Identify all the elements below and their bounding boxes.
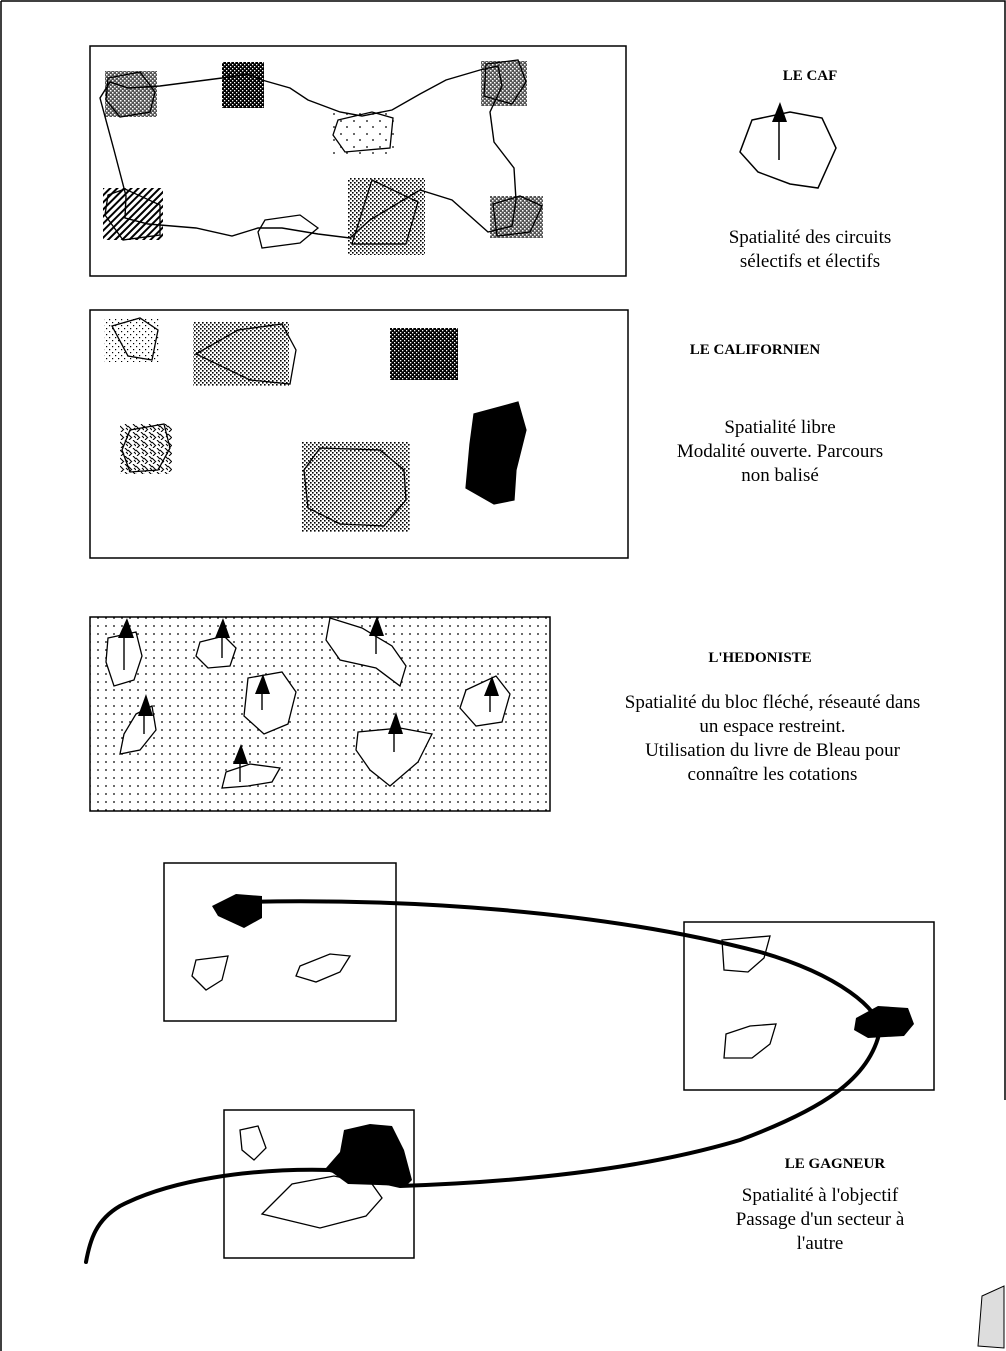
hedoniste-description: Spatialité du bloc fléché, réseauté dans… [565, 691, 980, 787]
hedoniste-desc-line-2: un espace restreint. [699, 716, 846, 737]
caf-boulder [105, 71, 156, 118]
caf-boulder [351, 179, 419, 245]
californien-desc-line-2: Modalité ouverte. Parcours [676, 441, 884, 462]
gagneur-label-block: LE GAGNEUR [740, 1152, 930, 1176]
gagneur-description: Spatialité à l'objectif Passage d'un sec… [690, 1184, 950, 1256]
caf-legend-boulder [739, 111, 837, 189]
caf-desc-line-1: Spatialité des circuits [728, 227, 892, 248]
caf-boulder [104, 188, 161, 241]
hedoniste-label-block: L'HEDONISTE [650, 646, 870, 670]
californien-texture-patch [302, 442, 410, 532]
caf-texture-patch [222, 62, 264, 108]
hedoniste-desc-line-1: Spatialité du bloc fléché, réseauté dans [624, 692, 921, 713]
gagneur-objective-path [84, 899, 883, 1264]
hedoniste-desc-line-4: connaître les cotations [687, 764, 858, 785]
arrow-up-icon [138, 694, 153, 716]
caf-description: Spatialité des circuits sélectifs et éle… [690, 226, 930, 274]
panel-hedoniste-diagram [89, 616, 551, 812]
gagneur-desc-line-1: Spatialité à l'objectif [741, 1185, 899, 1206]
panel-caf-diagram [89, 45, 837, 277]
caf-title: LE CAF [782, 68, 838, 84]
hedoniste-desc-line-3: Utilisation du livre de Bleau pour [645, 740, 900, 761]
gagneur-desc-line-3: l'autre [796, 1233, 844, 1254]
californien-boulder [194, 323, 297, 385]
californien-texture-patch [104, 318, 160, 362]
gagneur-boulder [260, 1175, 383, 1229]
californien-label-block: LE CALIFORNIEN [640, 338, 870, 362]
hedoniste-boulder [221, 763, 282, 789]
arrow-up-icon [388, 712, 403, 734]
gagneur-sector-frame [163, 862, 397, 1022]
arrow-up-icon [772, 102, 787, 122]
gagneur-objective-boulder [212, 894, 262, 928]
arrow-up-icon [233, 744, 248, 764]
caf-texture-patch [329, 110, 396, 156]
californien-texture-patch [390, 328, 458, 380]
panel-gagneur-diagram [84, 862, 935, 1264]
californien-boulder [121, 423, 171, 473]
californien-title: LE CALIFORNIEN [689, 342, 821, 358]
caf-desc-line-2: sélectifs et électifs [739, 251, 881, 272]
caf-label-block: LE CAF [690, 64, 930, 88]
caf-boulder [483, 59, 527, 105]
caf-boulder [257, 214, 320, 249]
californien-boulder [111, 317, 159, 361]
gagneur-sector-frame [683, 921, 935, 1091]
arrow-up-icon [215, 618, 230, 638]
hedoniste-boulder [243, 671, 297, 735]
gagneur-boulder [295, 953, 352, 983]
californien-desc-line-1: Spatialité libre [724, 417, 836, 438]
californien-desc-line-3: non balisé [741, 465, 819, 486]
arrow-up-icon [369, 616, 384, 636]
hedoniste-boulder [459, 675, 511, 727]
arrow-up-icon [484, 676, 499, 696]
panel-californien-diagram [89, 309, 629, 559]
caf-texture-patch [105, 71, 157, 117]
californien-solid-boulder [465, 401, 527, 505]
caf-circuit-path [99, 65, 517, 239]
californien-description: Spatialité libre Modalité ouverte. Parco… [630, 416, 930, 488]
californien-boulder [303, 447, 407, 527]
hedoniste-boulder [355, 727, 433, 787]
hedoniste-title: L'HEDONISTE [708, 650, 812, 666]
hedoniste-boulder [119, 705, 157, 755]
caf-boulder [332, 111, 394, 153]
arrow-up-icon [255, 674, 270, 694]
arrow-up-icon [118, 618, 134, 638]
gagneur-boulder [239, 1125, 267, 1161]
gagneur-boulder [191, 955, 229, 991]
gagneur-objective-boulder [326, 1124, 412, 1186]
caf-texture-patch [103, 188, 163, 240]
gagneur-desc-line-2: Passage d'un secteur à [735, 1209, 905, 1230]
gagneur-title: LE GAGNEUR [784, 1156, 886, 1172]
gagneur-boulder [723, 1023, 777, 1059]
corner-fragment [977, 1285, 1005, 1349]
californien-texture-patch [193, 322, 289, 386]
gagneur-objective-boulder [854, 1006, 914, 1038]
